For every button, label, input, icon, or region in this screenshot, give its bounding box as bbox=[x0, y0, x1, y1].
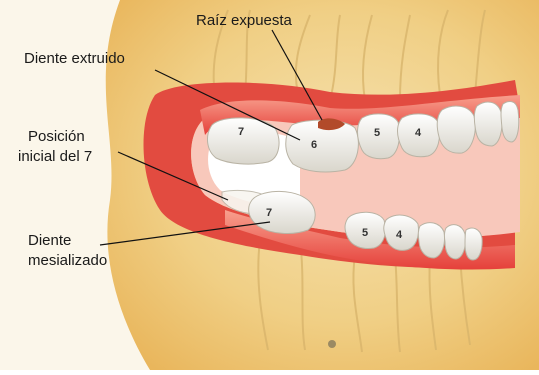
tooth-number-upper-7: 7 bbox=[238, 126, 244, 138]
label-mesializado-line-1: Diente bbox=[28, 232, 71, 250]
tooth-number-upper-4: 4 bbox=[415, 127, 422, 139]
lower-tooth-1 bbox=[465, 228, 482, 260]
tooth-number-upper-6: 6 bbox=[311, 139, 317, 151]
upper-tooth-2 bbox=[474, 102, 502, 146]
tooth-number-upper-5: 5 bbox=[374, 127, 380, 139]
label-raiz-expuesta: Raíz expuesta bbox=[196, 12, 292, 30]
label-diente-extruido: Diente extruido bbox=[24, 50, 125, 68]
upper-tooth-3 bbox=[437, 106, 475, 153]
upper-tooth-1 bbox=[501, 102, 519, 142]
tooth-number-lower-5: 5 bbox=[362, 227, 368, 239]
label-mesializado-line-2: mesializado bbox=[28, 252, 107, 270]
lower-tooth-2 bbox=[444, 225, 465, 259]
chin-mark bbox=[328, 340, 336, 348]
label-posicion-line-2: inicial del 7 bbox=[18, 148, 92, 166]
tooth-number-lower-4: 4 bbox=[396, 229, 403, 241]
tooth-number-lower-7: 7 bbox=[266, 207, 272, 219]
label-posicion-line-1: Posición bbox=[28, 128, 85, 146]
